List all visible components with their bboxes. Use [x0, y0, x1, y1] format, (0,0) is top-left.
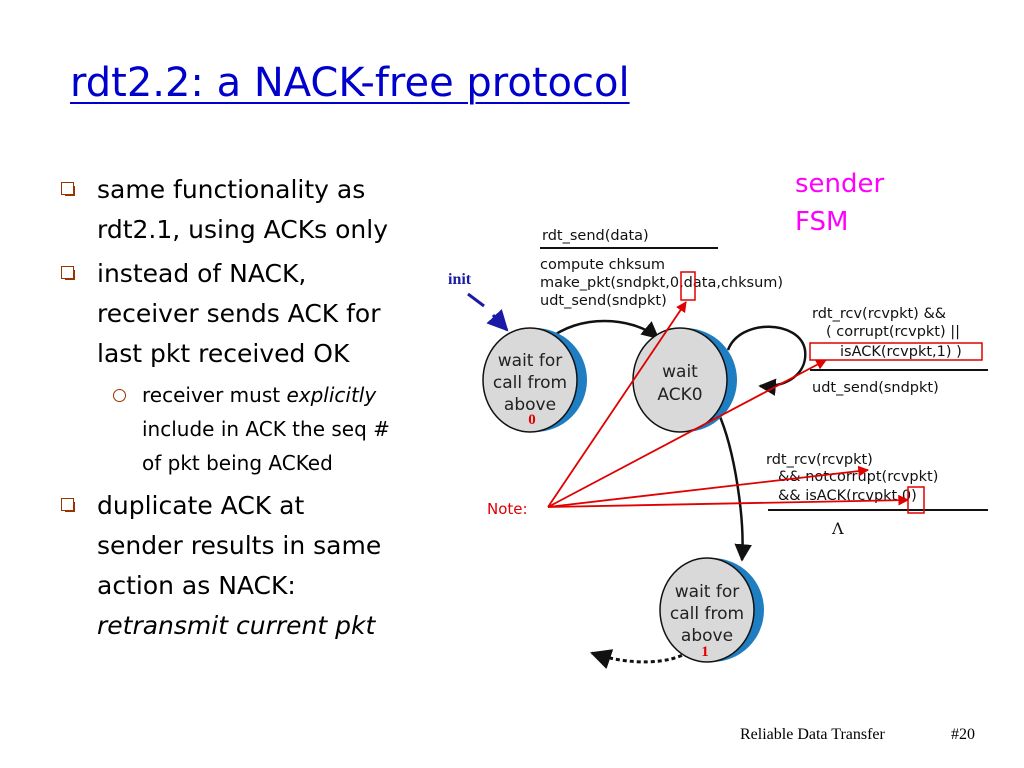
dotted-continuation-arrow	[590, 649, 689, 670]
ack-ok-transition-label: rdt_rcv(rcvpkt) && notcorrupt(rcvpkt) &&…	[766, 452, 988, 538]
note-arrows	[547, 301, 910, 508]
bullet-item: instead of NACK, receiver sends ACK for …	[55, 254, 475, 374]
circle-bullet-icon	[113, 389, 126, 402]
condition-text: rdt_rcv(rcvpkt) &&	[812, 306, 946, 322]
sub-bullet-emphasis: explicitly	[286, 383, 377, 407]
action-text: make_pkt(sndpkt,0,data,chksum)	[540, 275, 783, 291]
slide-title: rdt2.2: a NACK-free protocol	[70, 60, 630, 106]
resend-transition-label: rdt_rcv(rcvpkt) && ( corrupt(rcvpkt) || …	[810, 306, 988, 396]
bullet-line: receiver sends ACK for	[97, 299, 381, 328]
state-label: call from	[493, 373, 567, 393]
action-text: udt_send(sndpkt)	[812, 380, 939, 396]
state-label: call from	[670, 604, 744, 624]
square-bullet-icon	[61, 498, 75, 512]
bullet-line-emphasis: retransmit current pkt	[97, 611, 376, 640]
square-bullet-icon	[61, 266, 75, 280]
square-bullet-icon	[61, 182, 75, 196]
init-arrow	[486, 309, 509, 332]
bullet-line: include in ACK the seq #	[142, 417, 390, 441]
note-label: Note:	[487, 500, 528, 518]
event-text: rdt_send(data)	[542, 228, 649, 244]
lambda-action: Λ	[831, 519, 844, 538]
condition-text: rdt_rcv(rcvpkt)	[766, 452, 873, 468]
footer-page-number: #20	[951, 726, 975, 743]
bullet-item: same functionality as rdt2.1, using ACKs…	[55, 170, 475, 250]
state-number: 1	[701, 644, 709, 660]
note-arrow-notcorrupt	[547, 465, 870, 508]
bullet-line: last pkt received OK	[97, 339, 350, 368]
state-wait-ack0: wait ACK0	[632, 327, 737, 433]
bullet-line: same functionality as	[97, 175, 366, 204]
state-label: above	[681, 626, 733, 646]
state-number: 0	[528, 412, 536, 428]
state-label: wait	[662, 362, 698, 382]
state-wait-call-1: wait for call from above 1	[659, 557, 764, 663]
footer-title: Reliable Data Transfer	[740, 726, 885, 743]
fsm-label-line1: sender	[795, 169, 885, 199]
send-transition-arrow	[547, 319, 660, 341]
init-label: init	[448, 271, 472, 288]
bullet-line: action as NACK:	[97, 571, 296, 600]
bullet-list: same functionality as rdt2.1, using ACKs…	[55, 170, 475, 650]
condition-text: isACK(rcvpkt,1) )	[840, 344, 962, 360]
note-arrow-isack1	[547, 359, 827, 508]
bullet-line: duplicate ACK at	[97, 491, 305, 520]
sub-bullet-item: receiver must explicitly include in ACK …	[55, 378, 475, 480]
action-text: compute chksum	[540, 257, 665, 273]
sub-bullet-prefix: receiver must	[142, 383, 287, 407]
state-label: wait for	[675, 582, 740, 602]
bullet-line: instead of NACK,	[97, 259, 307, 288]
init-tick	[467, 292, 485, 308]
bullet-line: of pkt being ACKed	[142, 451, 333, 475]
bullet-line: receiver must explicitly	[142, 378, 475, 412]
state-label: above	[504, 395, 556, 415]
condition-text: ( corrupt(rcvpkt) ||	[826, 324, 960, 340]
bullet-line: sender results in same	[97, 531, 382, 560]
state-wait-call-0: wait for call from above 0	[482, 327, 587, 433]
action-text: udt_send(sndpkt)	[540, 293, 667, 309]
bullet-line: rdt2.1, using ACKs only	[97, 215, 389, 244]
state-label: wait for	[498, 351, 563, 371]
condition-text: && notcorrupt(rcvpkt)	[778, 469, 938, 485]
highlight-isack1-box	[809, 342, 983, 361]
highlight-seq0-box	[680, 271, 696, 301]
note-arrow-seq0	[547, 301, 687, 508]
fsm-label-line2: FSM	[795, 207, 848, 237]
state-label: ACK0	[657, 385, 702, 405]
send-transition-label: rdt_send(data) compute chksum make_pkt(s…	[540, 228, 783, 309]
note-arrow-isack0	[547, 494, 910, 508]
bullet-item: duplicate ACK at sender results in same …	[55, 486, 475, 646]
